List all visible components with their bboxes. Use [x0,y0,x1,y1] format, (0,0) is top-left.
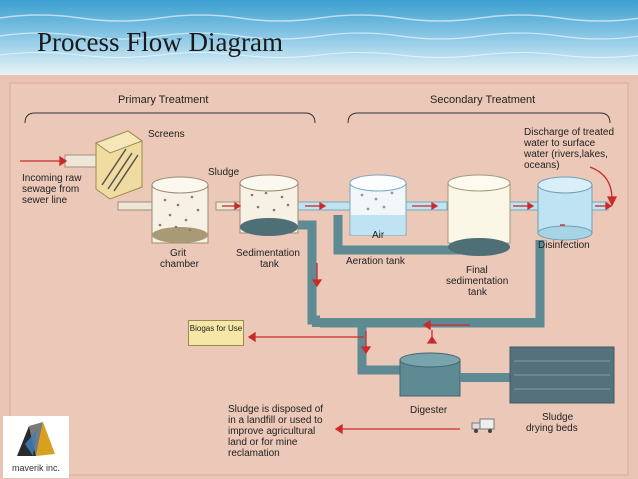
incoming-label-3: sewer line [22,195,67,206]
drying-label-1: Sludge [542,412,574,423]
sludge-drying-beds [509,346,615,404]
sedimentation-label-2: tank [260,259,280,270]
final-label-2: sedimentation [446,276,508,287]
disposed-label-4: land or for mine [228,437,298,448]
discharge-label-3: water (rivers,lakes, [523,149,608,160]
screen-pipe [117,201,153,211]
disposed-label-5: reclamation [228,448,280,459]
primary-bracket [24,112,316,124]
aeration-tank [349,174,407,236]
discharge-label-4: oceans) [524,160,560,171]
sedimentation-label-1: Sedimentation [236,248,300,259]
disinfection-tank [537,176,593,241]
biogas-callout: Biogas for Use [188,320,244,346]
maverik-logo: maverik inc. [3,416,69,478]
disposed-label-1: Sludge is disposed of [228,404,323,415]
grit-chamber [151,176,209,244]
disposed-label-2: in a landfill or used to [228,415,323,426]
final-label-1: Final [466,265,488,276]
discharge-label-2: water to surface [523,138,596,149]
disinfection-label: Disinfection [538,240,590,251]
final-sedimentation-tank [447,174,511,256]
digester-label: Digester [410,405,448,416]
page-title: Process Flow Diagram [37,27,283,57]
sedimentation-tank [239,174,299,236]
digester [399,352,512,397]
drying-label-2: drying beds [526,423,578,434]
incoming-label-2: sewage from [22,184,79,195]
logo-text: maverik inc. [11,463,60,473]
primary-treatment-header: Primary Treatment [118,94,208,106]
grit-label-2: chamber [160,259,200,270]
disposed-label-3: improve agricultural [228,426,315,437]
incoming-label-1: Incoming raw [22,173,82,184]
screens-box [94,130,144,200]
water-banner [0,0,638,75]
discharge-label-1: Discharge of treated [524,127,614,138]
secondary-bracket [347,112,611,124]
screens-label: Screens [148,129,185,140]
diagram-panel: Primary Treatment Secondary Treatment [0,75,638,479]
sludge-label: Sludge [208,167,240,178]
aeration-label: Aeration tank [346,256,406,267]
final-label-3: tank [468,287,488,298]
flow-arrows [20,155,618,435]
air-label: Air [372,230,385,241]
truck-icon [471,418,495,433]
grit-label-1: Grit [170,248,186,259]
secondary-treatment-header: Secondary Treatment [430,94,535,106]
